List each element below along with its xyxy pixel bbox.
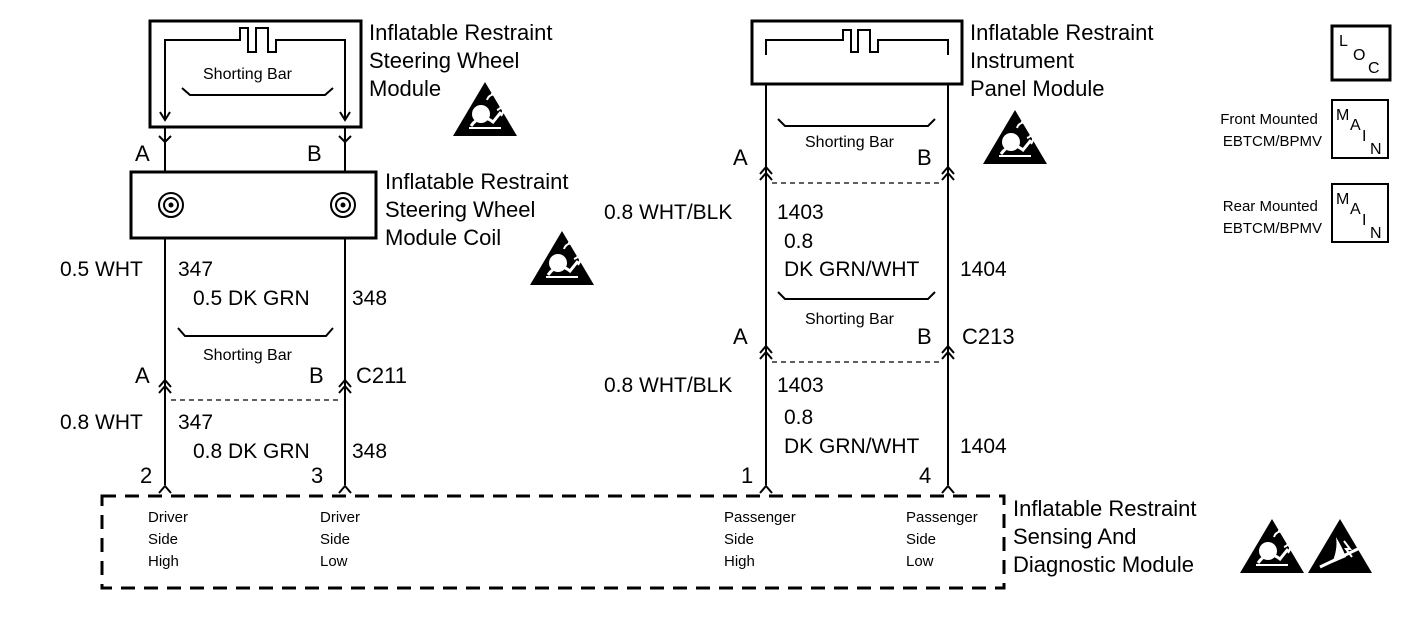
c213-connector-label: C213 (962, 324, 1015, 349)
passenger-lower-wire-b-color: DK GRN/WHT (784, 435, 919, 458)
svg-text:M: M (1336, 191, 1349, 208)
instrument-panel-module-title: Inflatable Restraint Instrument Panel Mo… (970, 20, 1160, 101)
sdm-terminal-driver-low: Driver Side Low (320, 509, 364, 570)
svg-text:I: I (1362, 212, 1366, 229)
driver-wire-a-color: 0.8 WHT (60, 411, 143, 434)
coil-wire-a-color: 0.5 WHT (60, 258, 143, 281)
airbag-warning-icon (1238, 517, 1306, 575)
steering-wheel-module-box (148, 19, 363, 129)
esd-warning-icon (1306, 517, 1374, 575)
passenger-upper-wire-a-color: 0.8 WHT/BLK (604, 201, 732, 224)
sdm-terminal-driver-high: Driver Side High (148, 509, 192, 570)
instrument-panel-module-box (750, 19, 964, 86)
airbag-warning-icon (451, 80, 519, 138)
coil-wire-b-circuit: 348 (352, 287, 387, 310)
svg-text:O: O (1353, 47, 1365, 64)
driver-wire-b-circuit: 348 (352, 440, 387, 463)
svg-text:I: I (1362, 128, 1366, 145)
ip-module-shorting-bar-label: Shorting Bar (805, 134, 895, 151)
sdm-box (100, 494, 1006, 590)
front-mounted-label: Front Mounted EBTCM/BPMV (1220, 111, 1322, 150)
ip-module-pin-b: B (917, 145, 932, 170)
c211-pin-a: A (135, 363, 150, 388)
passenger-upper-wire-b-gauge: 0.8 (784, 230, 813, 253)
passenger-lower-wire-a-circuit: 1403 (777, 374, 824, 397)
passenger-lower-wire-a-color: 0.8 WHT/BLK (604, 374, 732, 397)
coil-wire-a-circuit: 347 (178, 258, 213, 281)
svg-text:C: C (1368, 60, 1380, 77)
sdm-pin-4: 4 (919, 463, 931, 488)
sdm-terminal-passenger-low: Passenger Side Low (906, 509, 982, 570)
ip-module-pin-a: A (733, 145, 748, 170)
steering-wheel-coil-title: Inflatable Restraint Steering Wheel Modu… (385, 169, 575, 250)
passenger-upper-wire-b-color: DK GRN/WHT (784, 258, 919, 281)
steering-wheel-shorting-bar-label: Shorting Bar (203, 66, 293, 83)
loc-icon: L O C (1330, 24, 1392, 82)
coil-shorting-bar-label: Shorting Bar (203, 347, 293, 364)
svg-text:N: N (1370, 141, 1382, 158)
svg-text:L: L (1339, 33, 1348, 50)
rear-mounted-label: Rear Mounted EBTCM/BPMV (1223, 198, 1322, 237)
passenger-lower-wire-b-gauge: 0.8 (784, 406, 813, 429)
driver-wire-a-circuit: 347 (178, 411, 213, 434)
sdm-pin-1: 1 (741, 463, 753, 488)
c213-pin-a: A (733, 324, 748, 349)
airbag-warning-icon (528, 229, 596, 287)
main-icon: M A I N (1331, 183, 1389, 243)
steering-wheel-module-title: Inflatable Restraint Steering Wheel Modu… (369, 20, 559, 101)
c213-shorting-bar-label: Shorting Bar (805, 311, 895, 328)
svg-text:N: N (1370, 225, 1382, 242)
airbag-warning-icon (981, 108, 1049, 166)
c211-pin-b: B (309, 363, 324, 388)
coil-wire-b-color: 0.5 DK GRN (193, 287, 310, 310)
sdm-title: Inflatable Restraint Sensing And Diagnos… (1013, 496, 1203, 577)
passenger-lower-wire-b-circuit: 1404 (960, 435, 1007, 458)
driver-wire-b-color: 0.8 DK GRN (193, 440, 310, 463)
c213-pin-b: B (917, 324, 932, 349)
c211-connector-label: C211 (356, 363, 407, 388)
svg-text:M: M (1336, 107, 1349, 124)
passenger-upper-wire-b-circuit: 1404 (960, 258, 1007, 281)
passenger-upper-wire-a-circuit: 1403 (777, 201, 824, 224)
steering-wheel-coil-box (129, 170, 378, 240)
sdm-pin-3: 3 (311, 463, 323, 488)
svg-text:A: A (1350, 117, 1361, 134)
main-icon: M A I N (1331, 99, 1389, 159)
svg-text:A: A (1350, 201, 1361, 218)
sdm-terminal-passenger-high: Passenger Side High (724, 509, 800, 570)
sdm-pin-2: 2 (140, 463, 152, 488)
driver-module-pin-a: A (135, 141, 150, 166)
driver-module-pin-b: B (307, 141, 322, 166)
